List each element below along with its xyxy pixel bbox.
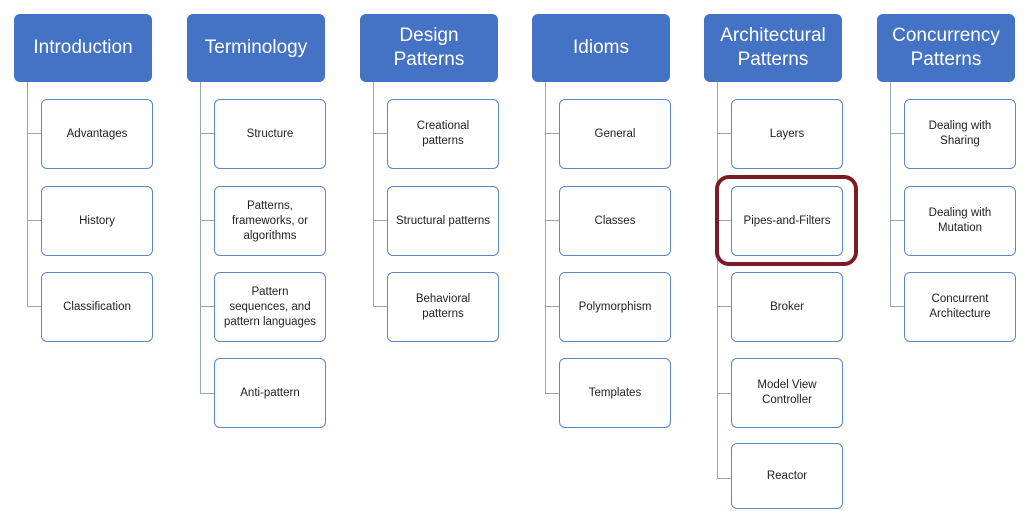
connector-branch: [200, 306, 214, 307]
node-creational-patterns: Creational patterns: [387, 99, 499, 169]
node-reactor: Reactor: [731, 443, 843, 509]
connector-branch: [27, 133, 41, 134]
connector-trunk-architectural-patterns: [717, 82, 718, 478]
connector-branch: [717, 478, 731, 479]
connector-trunk-design-patterns: [373, 82, 374, 306]
node-structural-patterns: Structural patterns: [387, 186, 499, 256]
connector-branch: [545, 133, 559, 134]
connector-branch: [27, 306, 41, 307]
node-model-view-controller: Model View Controller: [731, 358, 843, 428]
column-header-idioms: Idioms: [532, 14, 670, 82]
column-header-architectural-patterns: Architectural Patterns: [704, 14, 842, 82]
node-broker: Broker: [731, 272, 843, 342]
connector-branch: [373, 306, 387, 307]
connector-branch: [373, 220, 387, 221]
connector-branch: [200, 393, 214, 394]
node-patterns-frameworks-algorithms: Patterns, frameworks, or algorithms: [214, 186, 326, 256]
connector-branch: [890, 220, 904, 221]
connector-branch: [717, 220, 731, 221]
column-header-design-patterns: Design Patterns: [360, 14, 498, 82]
connector-branch: [717, 393, 731, 394]
connector-branch: [545, 393, 559, 394]
highlight-ring: [715, 175, 858, 266]
node-dealing-with-sharing: Dealing with Sharing: [904, 99, 1016, 169]
connector-trunk-terminology: [200, 82, 201, 393]
connector-branch: [200, 220, 214, 221]
node-pipes-and-filters: Pipes-and-Filters: [731, 186, 843, 256]
node-advantages: Advantages: [41, 99, 153, 169]
node-templates: Templates: [559, 358, 671, 428]
node-history: History: [41, 186, 153, 256]
connector-branch: [27, 220, 41, 221]
connector-branch: [890, 306, 904, 307]
column-header-introduction: Introduction: [14, 14, 152, 82]
node-behavioral-patterns: Behavioral patterns: [387, 272, 499, 342]
connector-branch: [545, 220, 559, 221]
node-dealing-with-mutation: Dealing with Mutation: [904, 186, 1016, 256]
connector-trunk-idioms: [545, 82, 546, 393]
node-general: General: [559, 99, 671, 169]
node-classes: Classes: [559, 186, 671, 256]
node-anti-pattern: Anti-pattern: [214, 358, 326, 428]
node-classification: Classification: [41, 272, 153, 342]
connector-branch: [373, 133, 387, 134]
node-layers: Layers: [731, 99, 843, 169]
node-polymorphism: Polymorphism: [559, 272, 671, 342]
connector-branch: [717, 306, 731, 307]
connector-trunk-concurrency-patterns: [890, 82, 891, 306]
connector-trunk-introduction: [27, 82, 28, 306]
connector-branch: [200, 133, 214, 134]
connector-branch: [890, 133, 904, 134]
connector-branch: [545, 306, 559, 307]
column-header-concurrency-patterns: Concurrency Patterns: [877, 14, 1015, 82]
node-structure: Structure: [214, 99, 326, 169]
column-header-terminology: Terminology: [187, 14, 325, 82]
connector-branch: [717, 133, 731, 134]
node-pattern-sequences-languages: Pattern sequences, and pattern languages: [214, 272, 326, 342]
node-concurrent-architecture: Concurrent Architecture: [904, 272, 1016, 342]
